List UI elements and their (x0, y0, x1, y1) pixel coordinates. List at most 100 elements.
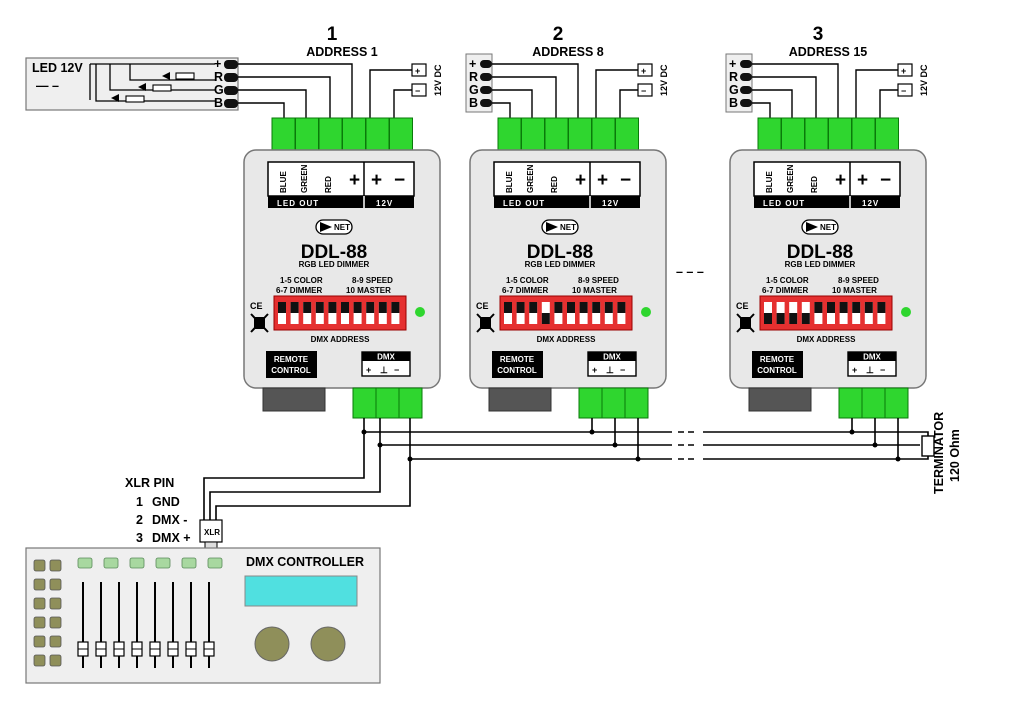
dip-legend-dimmer: 6-7 DIMMER (762, 286, 808, 295)
dip-legend-speed: 8-9 SPEED (352, 276, 393, 285)
dip-legend-master: 10 MASTER (832, 286, 877, 295)
output-terminal (757, 117, 782, 151)
power-in-label: 12V (862, 199, 879, 208)
model-name: DDL-88 (787, 242, 854, 263)
remote-control-port (492, 351, 543, 378)
controller-channel-button[interactable] (181, 557, 197, 569)
power-minus-terminal (637, 83, 653, 97)
supply-minus-label: − (880, 170, 891, 191)
led-out-label: LED OUT (763, 199, 805, 208)
controller-side-button[interactable] (49, 616, 62, 629)
power-plus-sign: + (415, 66, 420, 76)
dmx-pin-label: + (366, 365, 371, 375)
weee-bin-icon (736, 313, 755, 333)
controller-side-button[interactable] (33, 559, 46, 572)
led-strip-pin-plus: + (214, 57, 221, 71)
ce-mark: CE (476, 301, 489, 311)
dmx-pin-label: − (394, 365, 399, 375)
controller-side-button[interactable] (33, 616, 46, 629)
power-in-label: 12V (376, 199, 393, 208)
remote-jack (748, 387, 812, 412)
terminator-resistor (920, 431, 935, 460)
dip-legend-speed: 8-9 SPEED (838, 276, 879, 285)
controller-side-button[interactable] (49, 635, 62, 648)
remote-jack (488, 387, 552, 412)
controller-side-button[interactable] (33, 578, 46, 591)
power-minus-terminal (897, 83, 913, 97)
dmx-terminal (375, 387, 400, 419)
output-channel-label: BLUE (505, 171, 514, 193)
dip-legend-color: 1-5 COLOR (766, 276, 809, 285)
controller-knob-left[interactable] (254, 626, 290, 662)
output-common-plus: + (349, 170, 360, 191)
device-address: ADDRESS 8 (532, 45, 604, 59)
dmx-pin-label: ⊥ (866, 365, 874, 375)
model-name: DDL-88 (527, 242, 594, 263)
controller-side-button[interactable] (49, 654, 62, 667)
controller-side-button[interactable] (49, 578, 62, 591)
power-in-label: 12V (602, 199, 619, 208)
xlr-pin-3-name: DMX + (152, 531, 191, 545)
output-channel-label: RED (810, 176, 819, 193)
controller-channel-button[interactable] (207, 557, 223, 569)
dmx-pin-label: ⊥ (606, 365, 614, 375)
xlr-pin-1-name: GND (152, 495, 180, 509)
output-terminal (568, 117, 592, 151)
controller-side-button[interactable] (49, 559, 62, 572)
output-channel-label: RED (324, 176, 333, 193)
ce-mark: CE (736, 301, 749, 311)
output-terminal (295, 117, 319, 151)
led-strip-pin-g: G (214, 83, 224, 97)
led-strip-label: LED 12V (32, 61, 83, 75)
model-subtitle: RGB LED DIMMER (299, 260, 370, 269)
dmx-port-label: DMX (377, 353, 395, 362)
output-terminal (342, 117, 366, 151)
output-terminal (875, 117, 899, 151)
supply-plus-label: + (371, 170, 382, 191)
led-connector-pin: R (469, 70, 478, 84)
brand-logo-text: NET (334, 223, 350, 232)
xlr-pin-3-num: 3 (136, 531, 143, 545)
controller-label: DMX CONTROLLER (246, 555, 364, 569)
device-address: ADDRESS 15 (789, 45, 868, 59)
controller-side-button[interactable] (33, 635, 46, 648)
output-terminal (389, 117, 413, 151)
led-out-label: LED OUT (277, 199, 319, 208)
brand-logo (315, 219, 353, 235)
led-strip-pin-b: B (214, 96, 223, 110)
remote-label-line1: REMOTE (760, 355, 795, 364)
brand-logo-text: NET (820, 223, 836, 232)
weee-bin-icon (250, 313, 269, 333)
controller-side-button[interactable] (33, 597, 46, 610)
dip-address-label: DMX ADDRESS (311, 335, 370, 344)
led-connector-pin: G (469, 83, 479, 97)
controller-side-button[interactable] (33, 654, 46, 667)
controller-channel-button[interactable] (155, 557, 171, 569)
dmx-terminal (352, 387, 377, 419)
power-label: 12V DC (433, 64, 443, 96)
controller-knob-right[interactable] (310, 626, 346, 662)
brand-logo-text: NET (560, 223, 576, 232)
controller-channel-button[interactable] (77, 557, 93, 569)
device-number: 3 (813, 24, 824, 45)
output-terminal (544, 117, 569, 151)
dmx-pin-label: + (852, 365, 857, 375)
output-terminal (271, 117, 296, 151)
controller-channel-button[interactable] (129, 557, 145, 569)
model-subtitle: RGB LED DIMMER (525, 260, 596, 269)
power-label: 12V DC (919, 64, 929, 96)
power-plus-terminal (637, 63, 653, 77)
led-connector-pin: B (469, 96, 478, 110)
xlr-pin-legend: XLR PIN 1 GND 2 DMX - 3 DMX + (125, 476, 191, 545)
dmx-bus (203, 418, 920, 522)
more-devices-ellipsis: – – – (676, 265, 704, 279)
controller-channel-button[interactable] (103, 557, 119, 569)
xlr-plug-label: XLR (204, 528, 220, 537)
status-led (901, 307, 911, 317)
controller-side-button[interactable] (49, 597, 62, 610)
dmx-terminal (884, 387, 909, 419)
dip-legend-color: 1-5 COLOR (280, 276, 323, 285)
led-strip-polarity: — – (36, 79, 59, 93)
